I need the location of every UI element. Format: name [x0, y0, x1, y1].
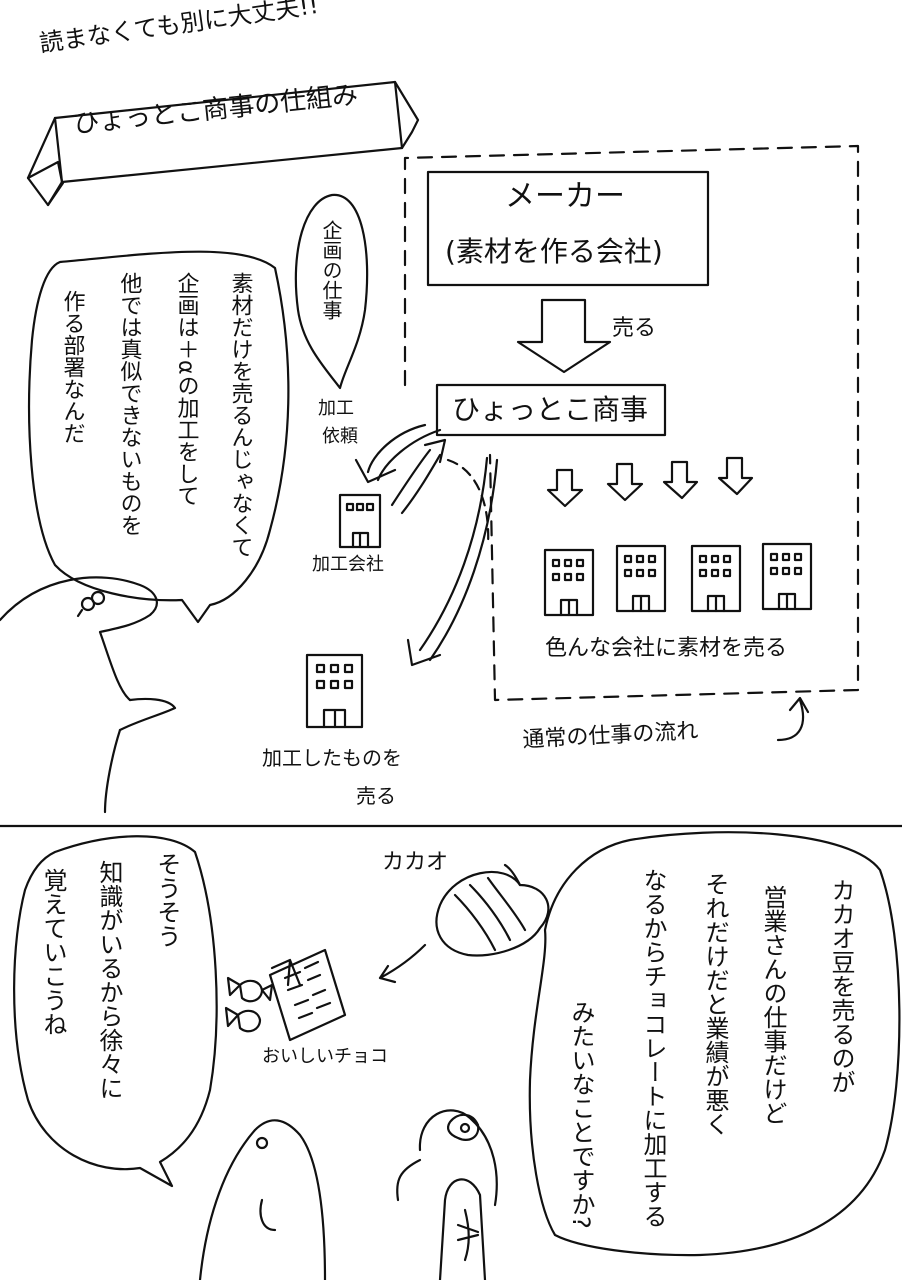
speech-left-line2: 知識がいるから徐々に	[94, 860, 124, 1100]
planning-label: 企画の仕事	[318, 220, 343, 320]
processing-request-line1: 加工	[318, 400, 354, 418]
sell-materials-label: 色んな会社に素材を売る	[545, 638, 787, 660]
dolphin-character	[0, 577, 175, 812]
speech1-line4: 作る部署なんだ	[58, 290, 86, 444]
processing-request-line2: 依頼	[322, 428, 358, 446]
speech-right-line2: 営業さんの仕事だけど	[758, 885, 788, 1125]
right-character	[397, 1110, 497, 1280]
speech1-line1: 素材だけを売るんじゃなくて	[226, 272, 254, 558]
speech-right-line3: それだけだと業績が悪く	[700, 872, 730, 1136]
cacao-label: カカオ	[382, 852, 448, 874]
cacao-arrow	[380, 945, 425, 982]
hyottoko-label: ひょっとこ商事	[452, 396, 648, 424]
speech1-line2: 企画は＋αの加工をして	[172, 272, 200, 507]
client-buildings	[545, 544, 811, 615]
speech-left-line3: 覚えていこうね	[38, 868, 68, 1036]
processed-goods-building	[307, 655, 362, 727]
chocolate-label: おいしいチョコ	[262, 1048, 388, 1066]
processing-company-label: 加工会社	[312, 556, 384, 574]
processed-sell-line1: 加工したものを	[262, 748, 402, 768]
chocolate-icon	[226, 950, 345, 1040]
left-character	[200, 1120, 325, 1280]
speech-right-line5: みたいなことですか?	[566, 1000, 596, 1229]
maker-description: (素材を作る会社)	[445, 238, 663, 266]
speech-right-line1: カカオ豆を売るのが	[826, 878, 856, 1094]
processed-sell-line2: 売る	[356, 786, 396, 806]
down-arrow-icon	[518, 300, 610, 372]
processing-company-building	[340, 495, 380, 547]
cacao-pod-icon	[436, 865, 548, 956]
speech1-line3: 他では真似できないものを	[115, 272, 143, 536]
speech-right-line4: なるからチョコレートに加工する	[638, 868, 668, 1228]
sell-label: 売る	[612, 318, 656, 340]
maker-label: メーカー	[505, 182, 625, 212]
small-arrows	[548, 458, 752, 506]
speech-left-line1: そうそう	[152, 852, 182, 948]
